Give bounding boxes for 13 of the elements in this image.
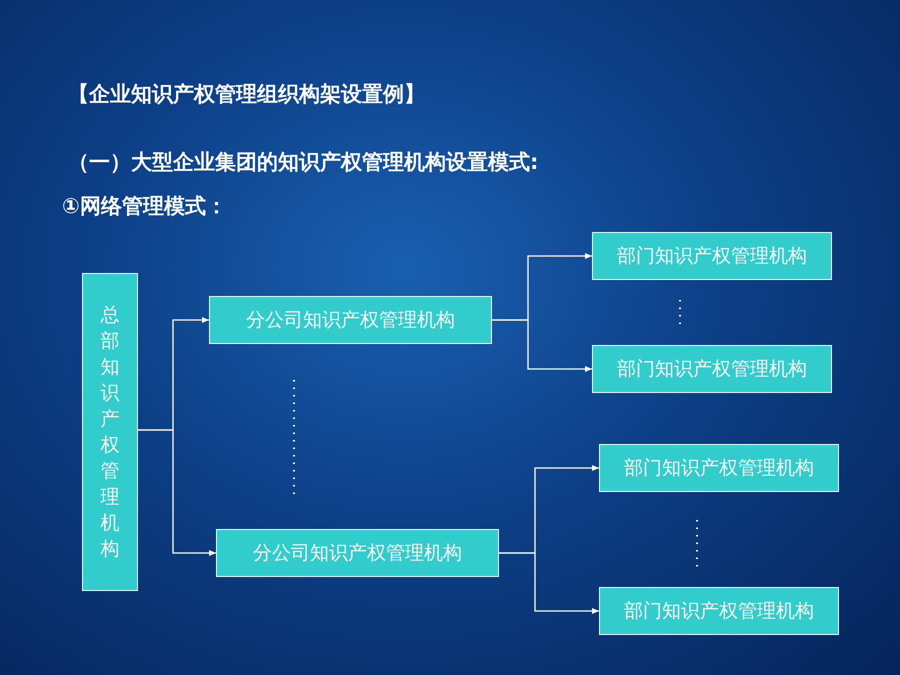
org-box: 分公司知识产权管理机构: [216, 529, 499, 577]
title-text: 【企业知识产权管理组织构架设置例】: [68, 81, 425, 108]
heading-text: （一）大型企业集团的知识产权管理机构设置模式:: [68, 149, 538, 176]
arrow: [138, 429, 216, 556]
org-box: 部门知识产权管理机构: [592, 345, 832, 393]
arrow: [492, 319, 592, 372]
org-box: 部门知识产权管理机构: [592, 232, 832, 280]
heading-text: ①网络管理模式：: [62, 193, 227, 220]
vertical-box: 总部知识产权管理机构: [82, 273, 138, 591]
arrow: [499, 552, 599, 614]
org-box: 部门知识产权管理机构: [599, 587, 839, 635]
org-box: 分公司知识产权管理机构: [209, 296, 492, 344]
org-box: 部门知识产权管理机构: [599, 444, 839, 492]
